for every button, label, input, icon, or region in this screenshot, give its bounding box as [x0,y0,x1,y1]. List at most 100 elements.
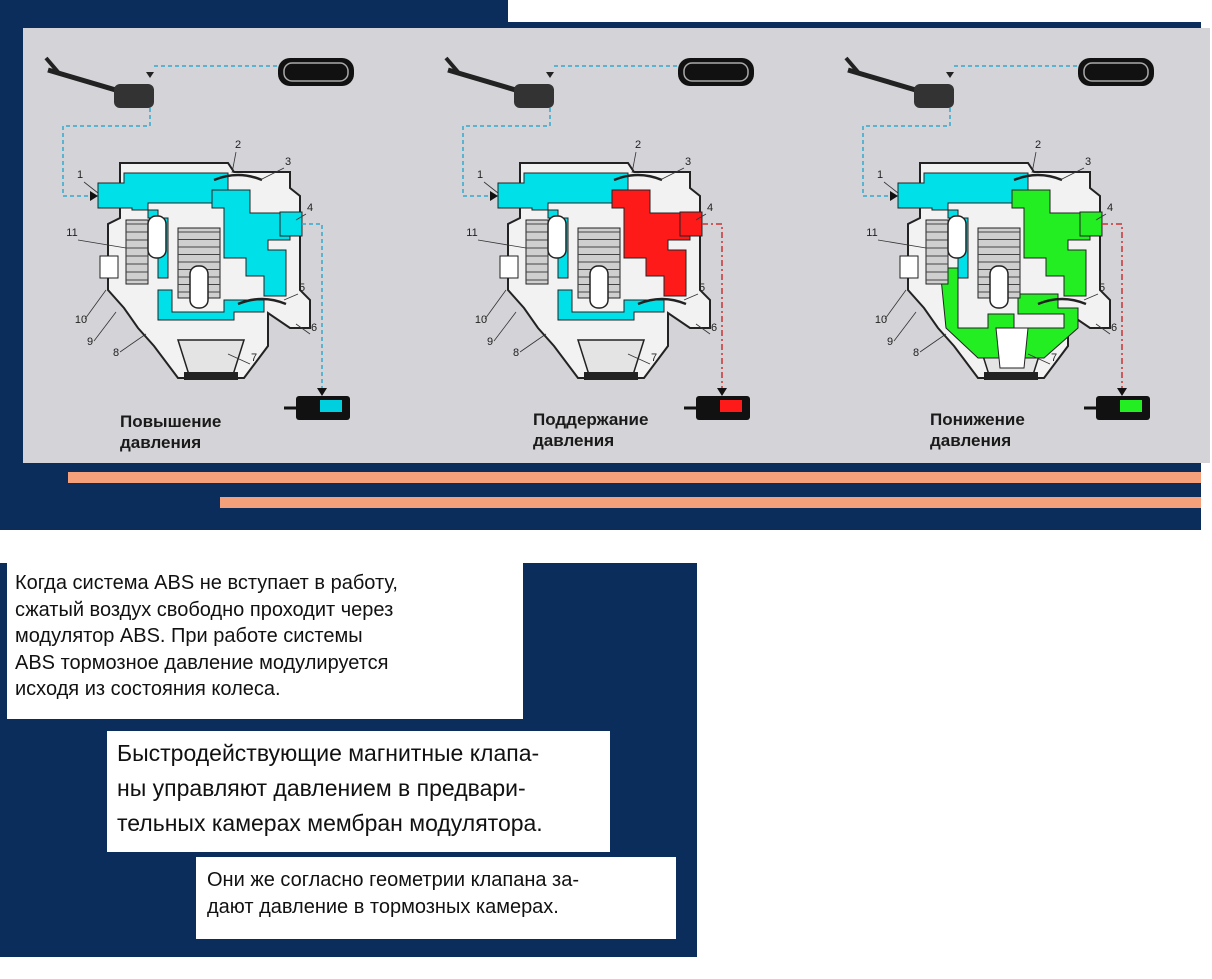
valve-plunger-2 [989,265,1009,309]
leader-line [884,289,907,320]
part-number-label: 7 [651,352,657,364]
brake-valve [914,84,954,108]
leader-line [1059,167,1085,181]
brake-valve [114,84,154,108]
leader-line [231,151,237,174]
air-reservoir [278,58,354,86]
exhaust-plunger [995,327,1029,369]
part-number-label: 8 [913,347,919,359]
diaphragm-lower [1037,297,1087,306]
frame-top [0,22,1201,28]
inlet-arrow [890,191,898,201]
text-line: дают давление в тормозных камерах. [207,896,559,918]
reservoir-highlight [1083,62,1149,82]
leader-line [259,167,285,181]
inlet-arrow [490,191,498,201]
electrical-connector [899,255,919,279]
leader-line [83,181,99,194]
outlet-passage [611,189,691,297]
leader-line [695,213,707,221]
part-number-label: 9 [87,336,93,348]
part-number-label: 4 [307,202,313,214]
leader-line [484,289,507,320]
leader-line [77,239,127,249]
diaphragm-upper [613,173,663,182]
leader-line [919,333,947,353]
part-number-label: 7 [251,352,257,364]
leader-line [295,213,307,221]
part-number-label: 6 [1111,322,1117,334]
leader-line [483,181,499,194]
caption-line-2: давления [120,433,202,452]
valve-plunger-2 [189,265,209,309]
part-number-label: 7 [1051,352,1057,364]
outlet-port [279,211,303,237]
part-number-label: 11 [66,227,77,239]
part-number-label: 1 [77,169,83,181]
text-line: ны управляют давлением в предвари- [117,775,526,801]
part-number-label: 4 [707,202,713,214]
text-line: ABS тормозное давление модулируется [15,651,389,674]
part-number-label: 11 [866,227,877,239]
outlet-passage [1011,189,1091,297]
exhaust-outlet [584,372,638,380]
inlet-arrow [90,191,98,201]
part-number-label: 2 [235,139,241,151]
valve-plunger-1 [547,215,567,259]
caption-line-2: давления [533,431,615,450]
brake-valve [514,84,554,108]
part-number-label: 4 [1107,202,1113,214]
valve-plunger-1 [147,215,167,259]
leader-line [493,311,517,342]
diaphragm-upper [213,173,263,182]
outlet-port [1079,211,1103,237]
pedal-pad [44,56,60,74]
pressure-arrow [146,72,154,78]
part-number-label: 5 [1099,282,1105,294]
leader-line [683,293,699,301]
part-number-label: 8 [113,347,119,359]
leader-line [1027,353,1051,365]
reservoir-highlight [683,62,749,82]
control-line [862,108,951,197]
brake-line [702,223,723,390]
accent-stripe-2 [220,497,1201,508]
leader-line [1095,323,1111,335]
outlet-passage [211,189,291,297]
text-line: Они же согласно геометрии клапана за- [207,869,580,891]
part-number-label: 2 [635,139,641,151]
part-number-label: 10 [475,314,487,326]
air-reservoir [678,58,754,86]
valve-plunger-1 [947,215,967,259]
pedal-pad [444,56,460,74]
leader-line [1031,151,1037,174]
part-number-label: 10 [75,314,87,326]
brake-chamber-indicator [320,400,342,412]
electrical-connector [99,255,119,279]
leader-line [119,333,147,353]
reservoir-highlight [283,62,349,82]
accent-stripe-1 [68,472,1201,483]
frame-left [0,0,23,530]
part-number-label: 9 [487,336,493,348]
leader-line [84,289,107,320]
text-line: Когда система ABS не вступает в работу, [15,572,398,594]
brake-arrow [317,388,327,396]
part-number-label: 5 [299,282,305,294]
leader-line [283,293,299,301]
solenoid-coil-left [525,219,549,285]
part-number-label: 3 [285,156,291,168]
part-number-label: 1 [477,169,483,181]
text-block-3: Они же согласно геометрии клапана за- да… [196,857,676,939]
brake-arrow [717,388,727,396]
brake-line [1102,223,1123,390]
leader-line [93,311,117,342]
text-line: исходя из состояния колеса. [15,678,281,700]
diaphragm-lower [237,297,287,306]
caption-line-1: Понижение [930,410,1025,429]
